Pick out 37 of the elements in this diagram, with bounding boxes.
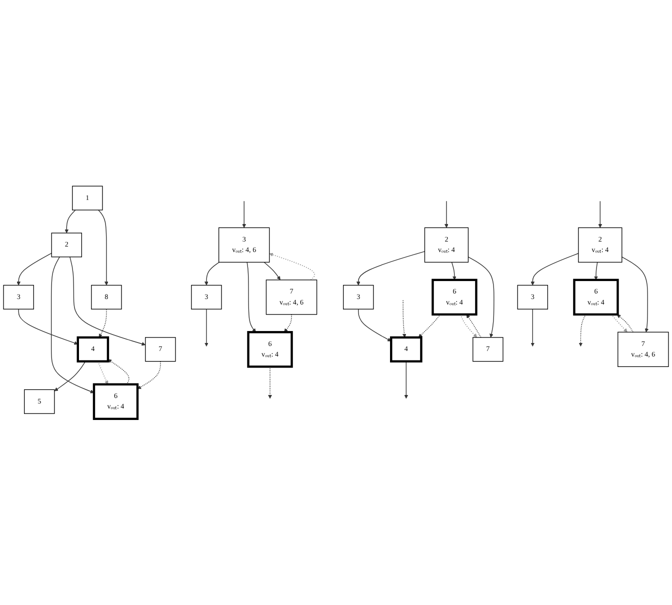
arrow bbox=[460, 314, 478, 338]
arrow bbox=[204, 308, 208, 346]
arrow bbox=[18, 308, 78, 345]
arrow bbox=[264, 262, 280, 280]
arrow bbox=[54, 361, 86, 392]
arrow bbox=[622, 256, 649, 332]
arrow bbox=[530, 308, 535, 346]
arrow bbox=[16, 252, 52, 286]
arrow bbox=[598, 200, 602, 228]
arrow bbox=[108, 359, 130, 385]
arrow bbox=[616, 314, 634, 332]
arrow bbox=[444, 200, 448, 228]
arrow bbox=[70, 256, 146, 346]
arrow bbox=[137, 361, 161, 390]
arrow bbox=[98, 210, 108, 286]
arrow bbox=[594, 262, 598, 280]
arrow bbox=[97, 360, 108, 385]
arrow bbox=[269, 252, 316, 280]
arrow bbox=[451, 262, 456, 280]
arrow bbox=[246, 262, 256, 332]
arrow bbox=[50, 256, 94, 394]
arrow bbox=[466, 314, 482, 338]
arrow bbox=[64, 210, 76, 234]
arrow bbox=[610, 314, 628, 332]
arrow bbox=[530, 253, 579, 286]
arrow bbox=[402, 300, 406, 338]
arrow bbox=[404, 361, 408, 399]
arrow bbox=[418, 314, 441, 338]
arrow bbox=[242, 200, 246, 228]
arrow bbox=[268, 366, 272, 399]
arrow bbox=[468, 256, 494, 338]
arrow bbox=[356, 251, 426, 286]
arrow bbox=[98, 308, 107, 338]
arrow bbox=[284, 314, 292, 332]
arrow bbox=[204, 262, 220, 286]
arrow bbox=[358, 308, 392, 342]
arrow bbox=[578, 314, 586, 346]
